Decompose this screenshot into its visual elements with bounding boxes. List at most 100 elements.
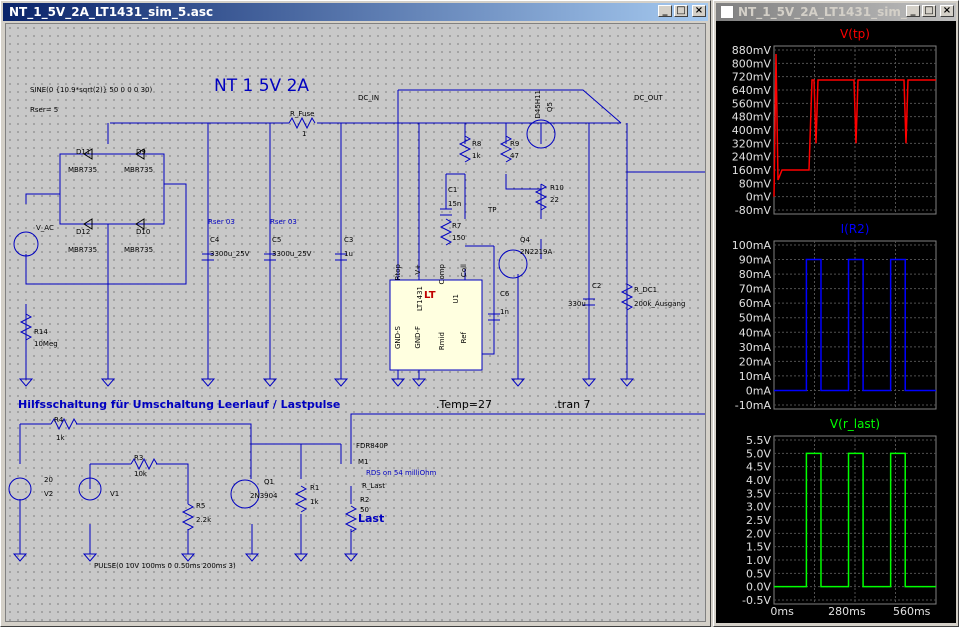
y-tick-label: 400mV [732,124,772,137]
y-tick-label: 80mA [739,268,772,281]
label-r-dc1-value: 200k_Ausgang [634,300,686,308]
y-tick-label: 0mV [746,191,772,204]
label-v2-value: 20 [44,476,53,484]
schematic-drawing [8,89,705,562]
schematic-titlebar[interactable]: NT_1_5V_2A_LT1431_sim_5.asc _ □ × [3,3,708,21]
sine-directive: SINE(0 {10.9*sqrt(2)} 50 0 0 0 30) [30,86,153,94]
y-tick-label: 1.5V [746,541,771,554]
label-d12: D12 [76,228,91,236]
y-tick-label: -10mA [735,399,772,412]
temp-directive: .Temp=27 [436,398,493,411]
circuit-title: NT 1 5V 2A [214,76,310,96]
label-r10-value: 22 [550,196,559,204]
label-pin-rtop: Rtop [394,264,402,281]
plot-minimize-button[interactable]: _ [906,5,920,17]
y-tick-label: 3.5V [746,487,771,500]
label-r4-value: 1k [56,434,65,442]
label-d10-value: MBR735 [124,246,154,254]
plot-maximize-button[interactable]: □ [922,5,936,17]
label-d9: D9 [136,148,146,156]
y-tick-label: 5.5V [746,434,771,447]
label-r1: R1 [310,484,320,492]
label-c3-value: 1u [344,250,353,258]
label-pin-gnds: GND-S [394,326,402,350]
label-c2-value: 330u [568,300,586,308]
y-tick-label: 640mV [732,84,772,97]
component-labels: R_Fuse 1 DC_IN DC_OUT D11 MBR735 D9 MBR7… [6,24,705,621]
y-tick-label: 80mV [739,177,772,190]
label-c4-value: 3300u_25V [210,250,250,258]
y-tick-label: 320mV [732,137,772,150]
label-u1: U1 [452,294,460,304]
trace-2 [774,452,936,588]
rds-note: RDS on 54 milliOhm [366,469,437,477]
trace-1 [774,258,936,392]
label-c2: C2 [592,282,602,290]
label-r3: R3 [134,454,144,462]
label-r7: R7 [452,222,462,230]
y-tick-label: 480mV [732,111,772,124]
schematic-window-title: NT_1_5V_2A_LT1431_sim_5.asc [9,5,214,19]
label-tp: TP [488,206,497,214]
plot-close-button[interactable]: × [940,5,954,17]
label-c1-value: 15n [448,200,462,208]
schematic-window[interactable]: NT_1_5V_2A_LT1431_sim_5.asc _ □ × [0,0,711,627]
label-r2: R2 [360,496,370,504]
close-button[interactable]: × [692,5,706,17]
label-r2-value: 50 [360,506,369,514]
ground-symbols [12,378,635,562]
label-d11-value: MBR735 [68,166,98,174]
label-c5-rser: Rser 03 [270,218,297,226]
y-tick-label: 100mA [732,239,772,252]
label-c3: C3 [344,236,354,244]
y-tick-label: 1.0V [746,554,771,567]
y-tick-label: 10mA [739,370,772,383]
label-r10: R10 [550,184,564,192]
label-v-ac: V_AC [36,224,54,232]
label-d10: D10 [136,228,151,236]
plot-titlebar[interactable]: NT_1_5V_2A_LT1431_sim_5... _ □ × [716,3,956,21]
y-tick-label: 50mA [739,312,772,325]
pane-title-1: I(R2) [841,222,870,236]
pane-title-2: V(r_last) [830,417,880,431]
y-tick-label: 160mV [732,164,772,177]
label-r4: R4 [54,416,64,424]
x-tick-label: 560ms [893,605,931,618]
y-tick-label: 240mV [732,151,772,164]
schematic-canvas[interactable]: NT 1 5V 2A SINE(0 {10.9*sqrt(2)} 50 0 0 … [5,23,706,622]
x-tick-label: 0ms [770,605,794,618]
plot-window[interactable]: NT_1_5V_2A_LT1431_sim_5... _ □ × V(tp)88… [713,0,959,627]
y-tick-label: 60mA [739,297,772,310]
y-tick-label: 90mA [739,254,772,267]
label-c5-value: 3300u_25V [272,250,312,258]
last-label: Last [358,512,385,525]
label-d12-value: MBR735 [68,246,98,254]
label-dc-in: DC_IN [358,94,380,102]
maximize-button[interactable]: □ [674,5,688,17]
label-m1-value: FDR840P [356,442,388,450]
label-dc-out: DC_OUT [634,94,663,102]
waveform-icon [720,5,734,19]
label-v1: V1 [110,490,120,498]
label-c4-rser: Rser 03 [208,218,235,226]
label-q4: Q4 [520,236,530,244]
label-r8: R8 [472,140,482,148]
label-pin-coll: Coll [460,264,468,278]
plot-window-title: NT_1_5V_2A_LT1431_sim_5... [738,5,929,19]
label-q1: Q1 [264,478,274,486]
label-r5-value: 2.2k [196,516,212,524]
minimize-button[interactable]: _ [658,5,672,17]
label-c5: C5 [272,236,282,244]
wires [8,89,705,554]
y-tick-label: 560mV [732,97,772,110]
label-v2: V2 [44,490,54,498]
label-r9: R9 [510,140,520,148]
y-tick-label: 4.0V [746,474,771,487]
label-r-fuse-value: 1 [302,130,307,138]
y-tick-label: 0mA [746,384,772,397]
label-c6: C6 [500,290,510,298]
label-r14: R14 [34,328,48,336]
label-pin-rmid: Rmid [438,332,446,351]
label-pin-comp: Comp [438,264,446,285]
